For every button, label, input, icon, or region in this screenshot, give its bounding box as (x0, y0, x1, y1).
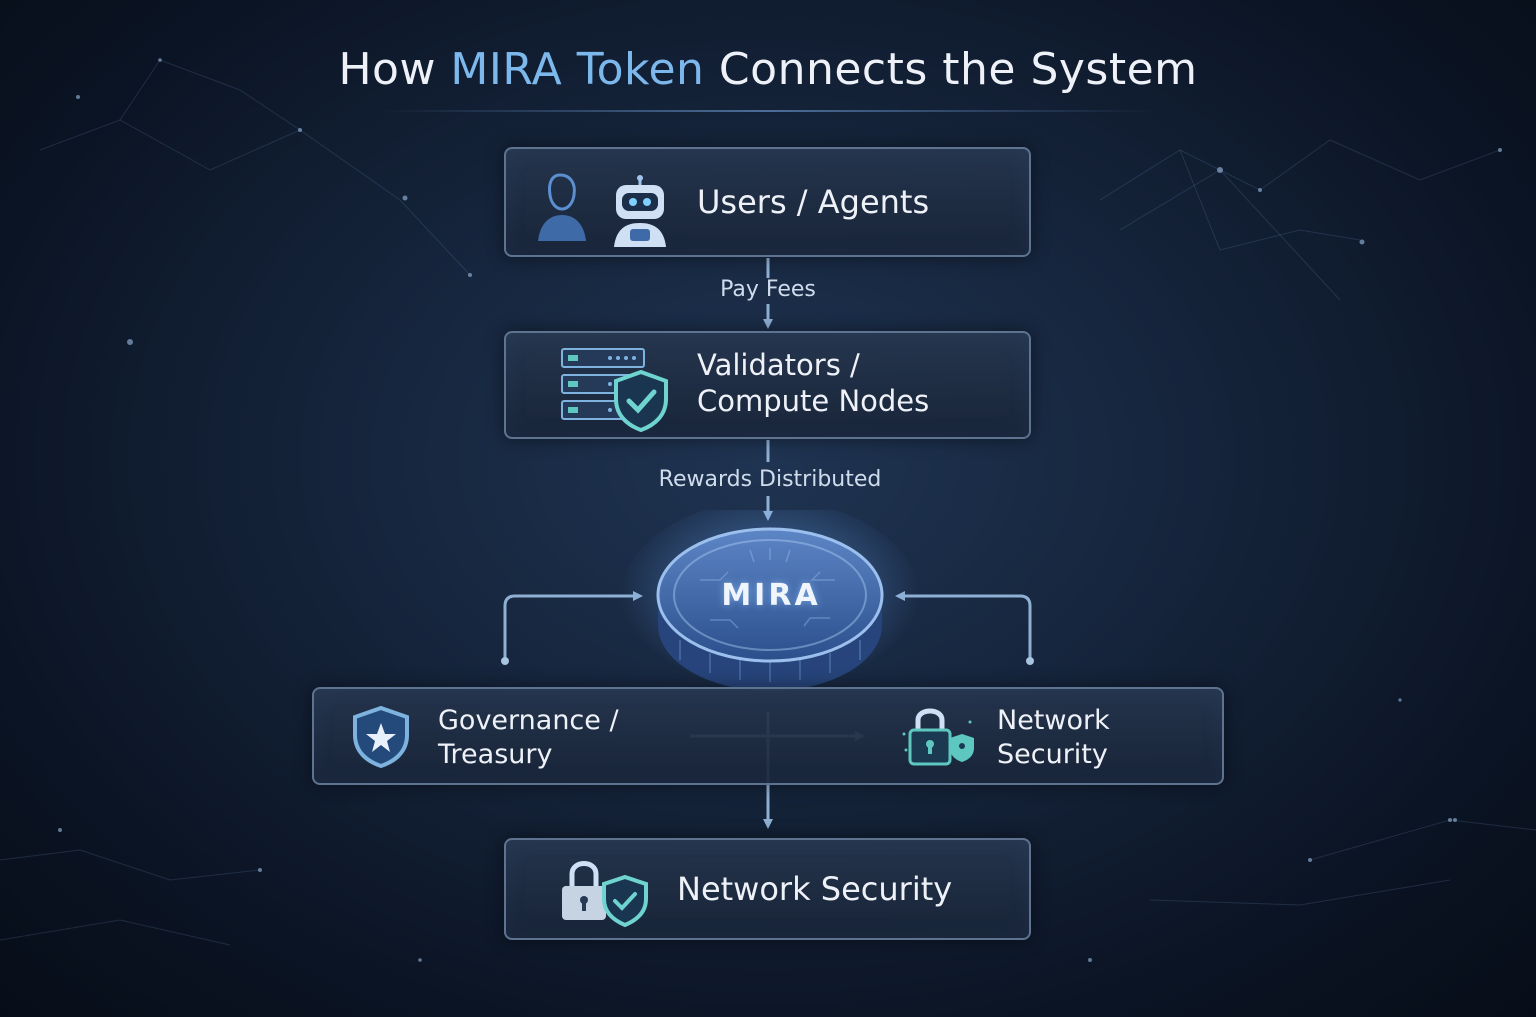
robot-icon (614, 175, 666, 247)
mira-coin-icon (620, 510, 920, 700)
rewards-distributed-label: Rewards Distributed (658, 467, 882, 492)
title-highlight: MIRA Token (450, 44, 705, 95)
shield-star-icon (353, 705, 409, 769)
validators-node: Validators / Compute Nodes (504, 331, 1031, 439)
shield-check-icon (614, 369, 668, 433)
shield-check-icon (602, 874, 648, 928)
diagram-title: How MIRA Token Connects the System (338, 44, 1198, 95)
arrow-network-to-token (895, 591, 1032, 660)
arrow-governance-to-token (503, 591, 643, 660)
network-security-node: Network Security (504, 838, 1031, 940)
mira-token-label: MIRA (721, 578, 821, 613)
governance-network-row (312, 687, 1224, 785)
validators-label: Validators / Compute Nodes (697, 348, 930, 418)
padlock-icon (562, 861, 606, 920)
network-security-label: Network Security (677, 870, 953, 908)
pay-fees-label: Pay Fees (720, 277, 816, 302)
users-agents-label: Users / Agents (697, 183, 930, 221)
governance-treasury-label: Governance / Treasury (438, 705, 619, 770)
title-divider (380, 110, 1156, 112)
network-security-right-label: Network Security (997, 705, 1110, 770)
padlock-icon (902, 708, 974, 766)
user-silhouette-icon (538, 173, 586, 241)
users-agents-node: Users / Agents (504, 147, 1031, 257)
